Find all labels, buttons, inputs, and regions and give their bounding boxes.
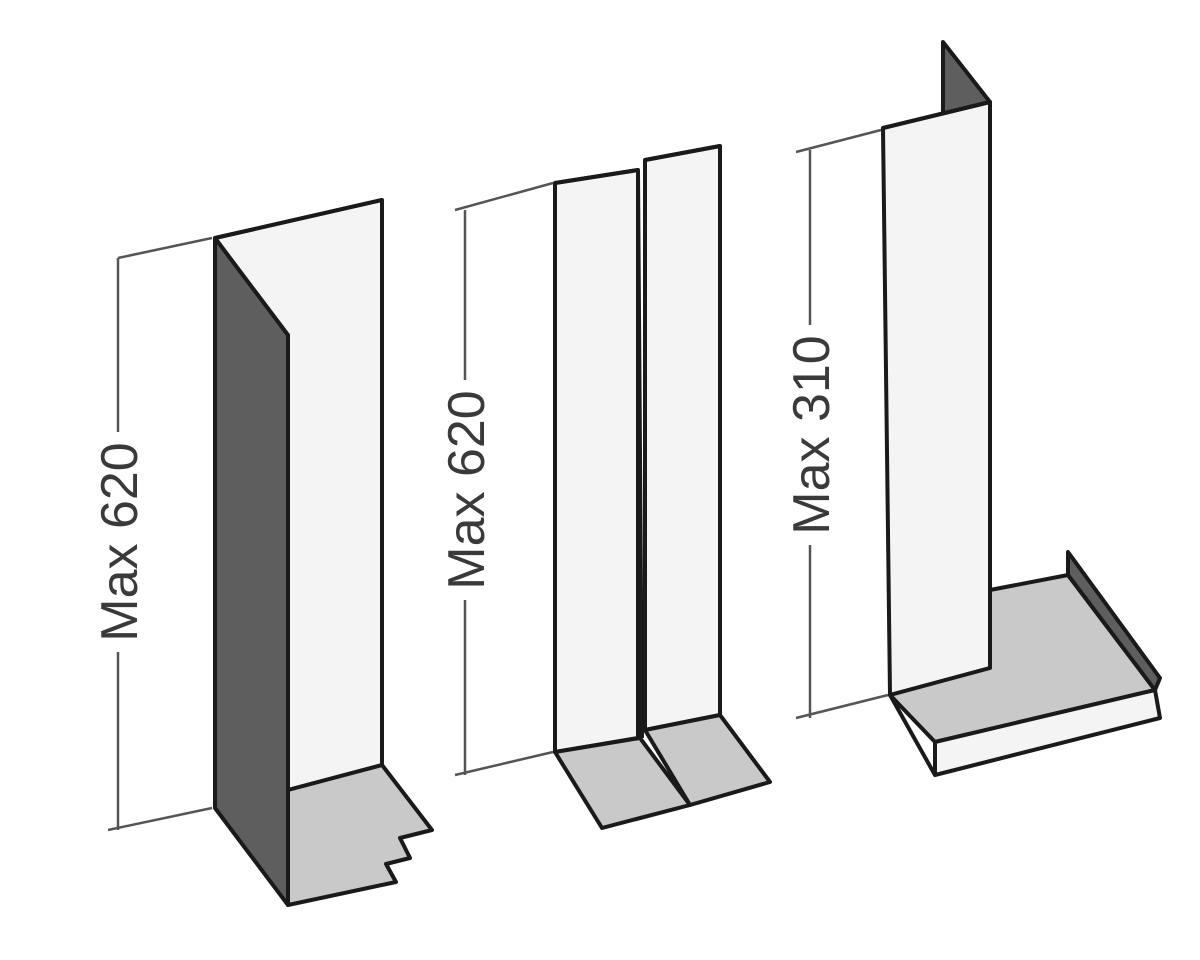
middle-panel-top-edge xyxy=(554,168,639,185)
left-panel-top-edge xyxy=(214,198,383,240)
middle-dimension: Max 620 xyxy=(438,181,554,777)
right-panel-top-edge xyxy=(882,100,991,130)
right-panel-tray-lip-left xyxy=(888,694,937,776)
middle-panel-b-face xyxy=(643,144,722,732)
left-dimension: Max 620 xyxy=(91,236,213,832)
right-dimension: Max 310 xyxy=(783,128,889,720)
middle-panel-a-face xyxy=(553,168,640,754)
middle-panel-b-floor xyxy=(643,713,772,807)
left-corner-panel xyxy=(213,198,434,907)
left-dimension-label: Max 620 xyxy=(91,442,149,641)
left-panel-floor xyxy=(286,763,434,907)
middle-dimension-label: Max 620 xyxy=(438,390,496,589)
left-panel-dark-side xyxy=(213,236,290,907)
right-panel-face xyxy=(881,100,992,697)
right-short-panel xyxy=(881,40,1162,777)
right-dimension-label: Max 310 xyxy=(783,335,841,534)
right-panel-tray-lip xyxy=(933,688,1162,777)
middle-panel-b-top-edge xyxy=(644,144,721,162)
middle-panel-a-side xyxy=(636,169,644,739)
middle-double-panel xyxy=(553,144,772,830)
